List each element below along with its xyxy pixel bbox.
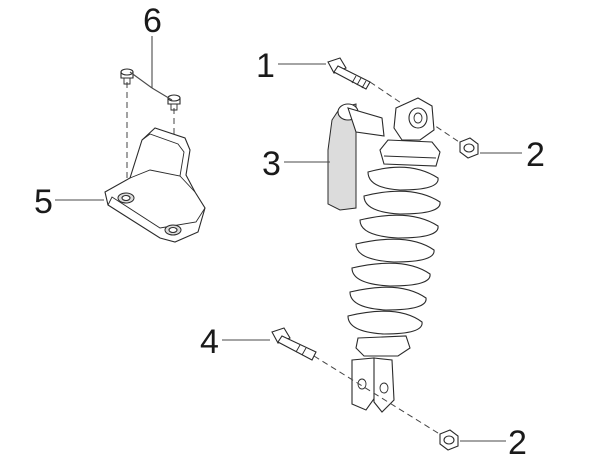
part-3-shock-absorber (327, 97, 441, 413)
part-2-lower-nut (439, 429, 459, 451)
callout-5: 5 (34, 183, 53, 221)
callout-6: 6 (143, 2, 162, 40)
screw-right (167, 94, 181, 111)
callout-2-bottom: 2 (508, 424, 527, 462)
spring-coils (347, 166, 441, 335)
callout-2-top: 2 (526, 136, 545, 174)
part-2-top-nut (459, 137, 479, 159)
part-1-top-bolt (327, 57, 469, 149)
callout-3: 3 (262, 145, 281, 183)
part-4-lower-bolt (271, 327, 447, 439)
callout-4: 4 (200, 323, 219, 361)
callout-1: 1 (256, 47, 275, 85)
part-5-guard-plate (104, 127, 206, 243)
leader-lines (55, 36, 522, 442)
screw-left (120, 68, 134, 85)
